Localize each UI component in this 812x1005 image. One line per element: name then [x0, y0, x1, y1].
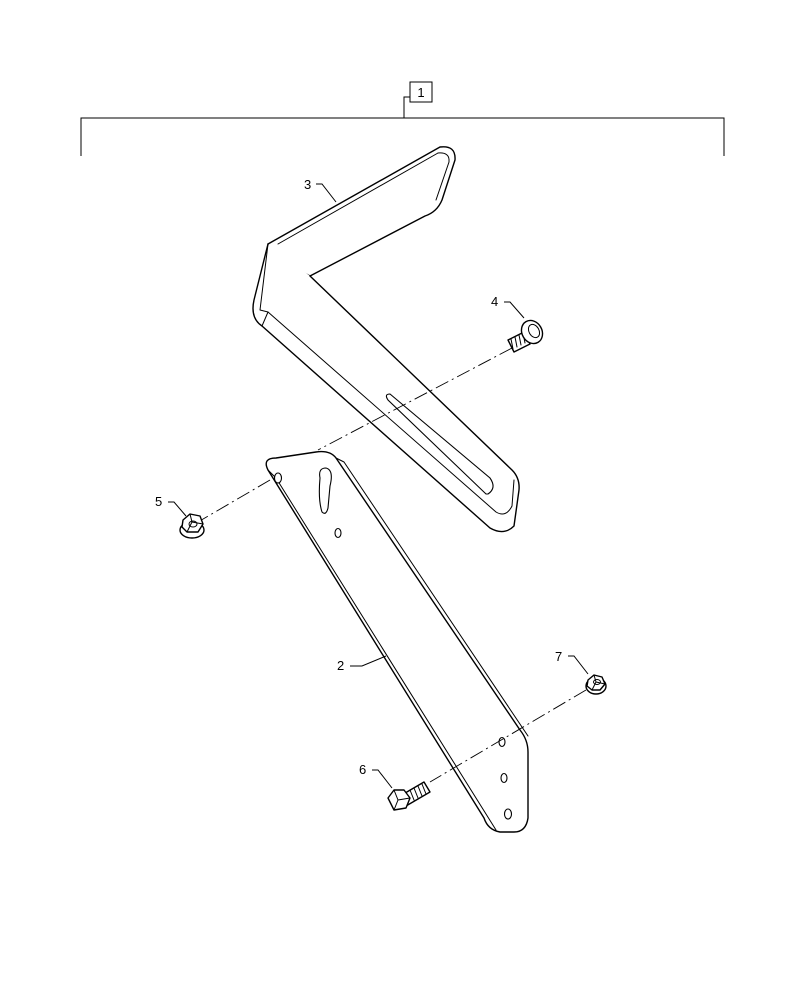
assembly-callout-box [409, 81, 433, 103]
bracket-hole [503, 808, 513, 820]
nut-part-7 [585, 674, 607, 695]
callout-label-3: 3 [304, 177, 311, 192]
v-bracket-part-3 [252, 146, 520, 533]
callout-label-4: 4 [491, 294, 498, 309]
assembly-bracket: 1 [80, 81, 725, 156]
carriage-bolt-part-4 [507, 319, 544, 353]
callout-6: 6 [359, 762, 393, 789]
callout-label-2: 2 [337, 658, 344, 673]
bracket-hole [334, 527, 342, 539]
hex-bolt-part-6 [387, 781, 431, 811]
bracket-hole [273, 472, 283, 484]
callout-4: 4 [491, 294, 525, 319]
callout-7: 7 [555, 649, 589, 675]
callout-label-7: 7 [555, 649, 562, 664]
callout-label-5: 5 [155, 494, 162, 509]
callout-5: 5 [155, 494, 187, 517]
flat-bracket-part-2 [265, 450, 529, 833]
assembly-callout-label: 1 [417, 85, 424, 100]
callout-3: 3 [304, 177, 337, 203]
callout-2: 2 [337, 655, 387, 673]
flange-nut-part-5 [179, 513, 205, 539]
assembly-centerlines [197, 347, 587, 783]
callout-label-6: 6 [359, 762, 366, 777]
bracket-hole [498, 736, 506, 748]
bracket-hole [500, 772, 508, 784]
